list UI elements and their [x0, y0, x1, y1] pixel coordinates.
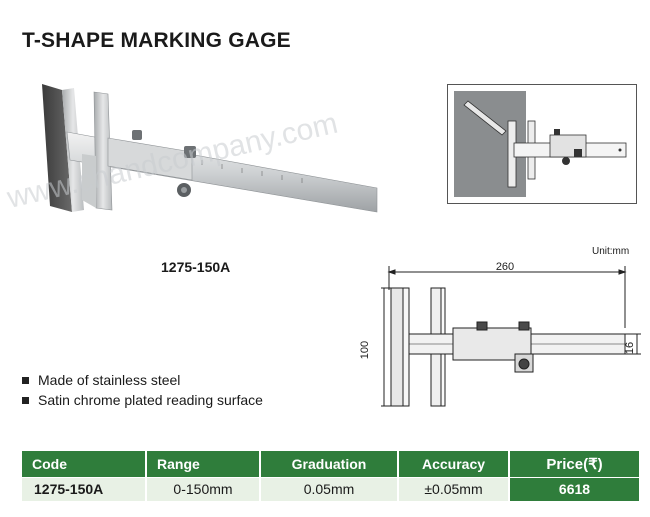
feature-list: Made of stainless steel Satin chrome pla… — [22, 370, 263, 410]
feature-text: Made of stainless steel — [38, 372, 181, 388]
header-range: Range — [146, 451, 261, 477]
dimension-drawing: 260 100 16 — [359, 261, 641, 407]
header-accuracy: Accuracy — [398, 451, 510, 477]
header-graduation: Graduation — [260, 451, 399, 477]
table-row: 1275-150A 0-150mm 0.05mm ±0.05mm 6618 — [22, 476, 639, 501]
cell-price: 6618 — [509, 476, 639, 501]
cell-range: 0-150mm — [146, 476, 261, 501]
length-dimension-label: 260 — [496, 261, 514, 273]
feature-item: Satin chrome plated reading surface — [22, 390, 263, 410]
cell-code: 1275-150A — [22, 476, 147, 501]
bullet-icon — [22, 376, 29, 384]
bullet-icon — [22, 396, 29, 404]
header-price-close: ) — [597, 455, 603, 473]
model-number: 1275-150A — [161, 259, 231, 275]
usage-illustration — [447, 84, 637, 204]
header-code: Code — [22, 451, 147, 477]
header-price: Price(₹) — [509, 451, 639, 477]
spec-table: Code Range Graduation Accuracy Price(₹) … — [22, 451, 639, 501]
page-title: T-SHAPE MARKING GAGE — [22, 29, 291, 52]
product-photo — [42, 84, 378, 213]
table-header-row: Code Range Graduation Accuracy Price(₹) — [22, 451, 639, 477]
height-dimension-label: 100 — [359, 341, 371, 359]
feature-text: Satin chrome plated reading surface — [38, 392, 263, 408]
header-price-label: Price( — [546, 455, 589, 473]
cell-accuracy: ±0.05mm — [398, 476, 510, 501]
unit-label: Unit:mm — [592, 246, 630, 257]
width-dimension-label: 16 — [624, 342, 636, 354]
rupee-icon: ₹ — [588, 455, 598, 473]
cell-graduation: 0.05mm — [260, 476, 399, 501]
feature-item: Made of stainless steel — [22, 370, 263, 390]
